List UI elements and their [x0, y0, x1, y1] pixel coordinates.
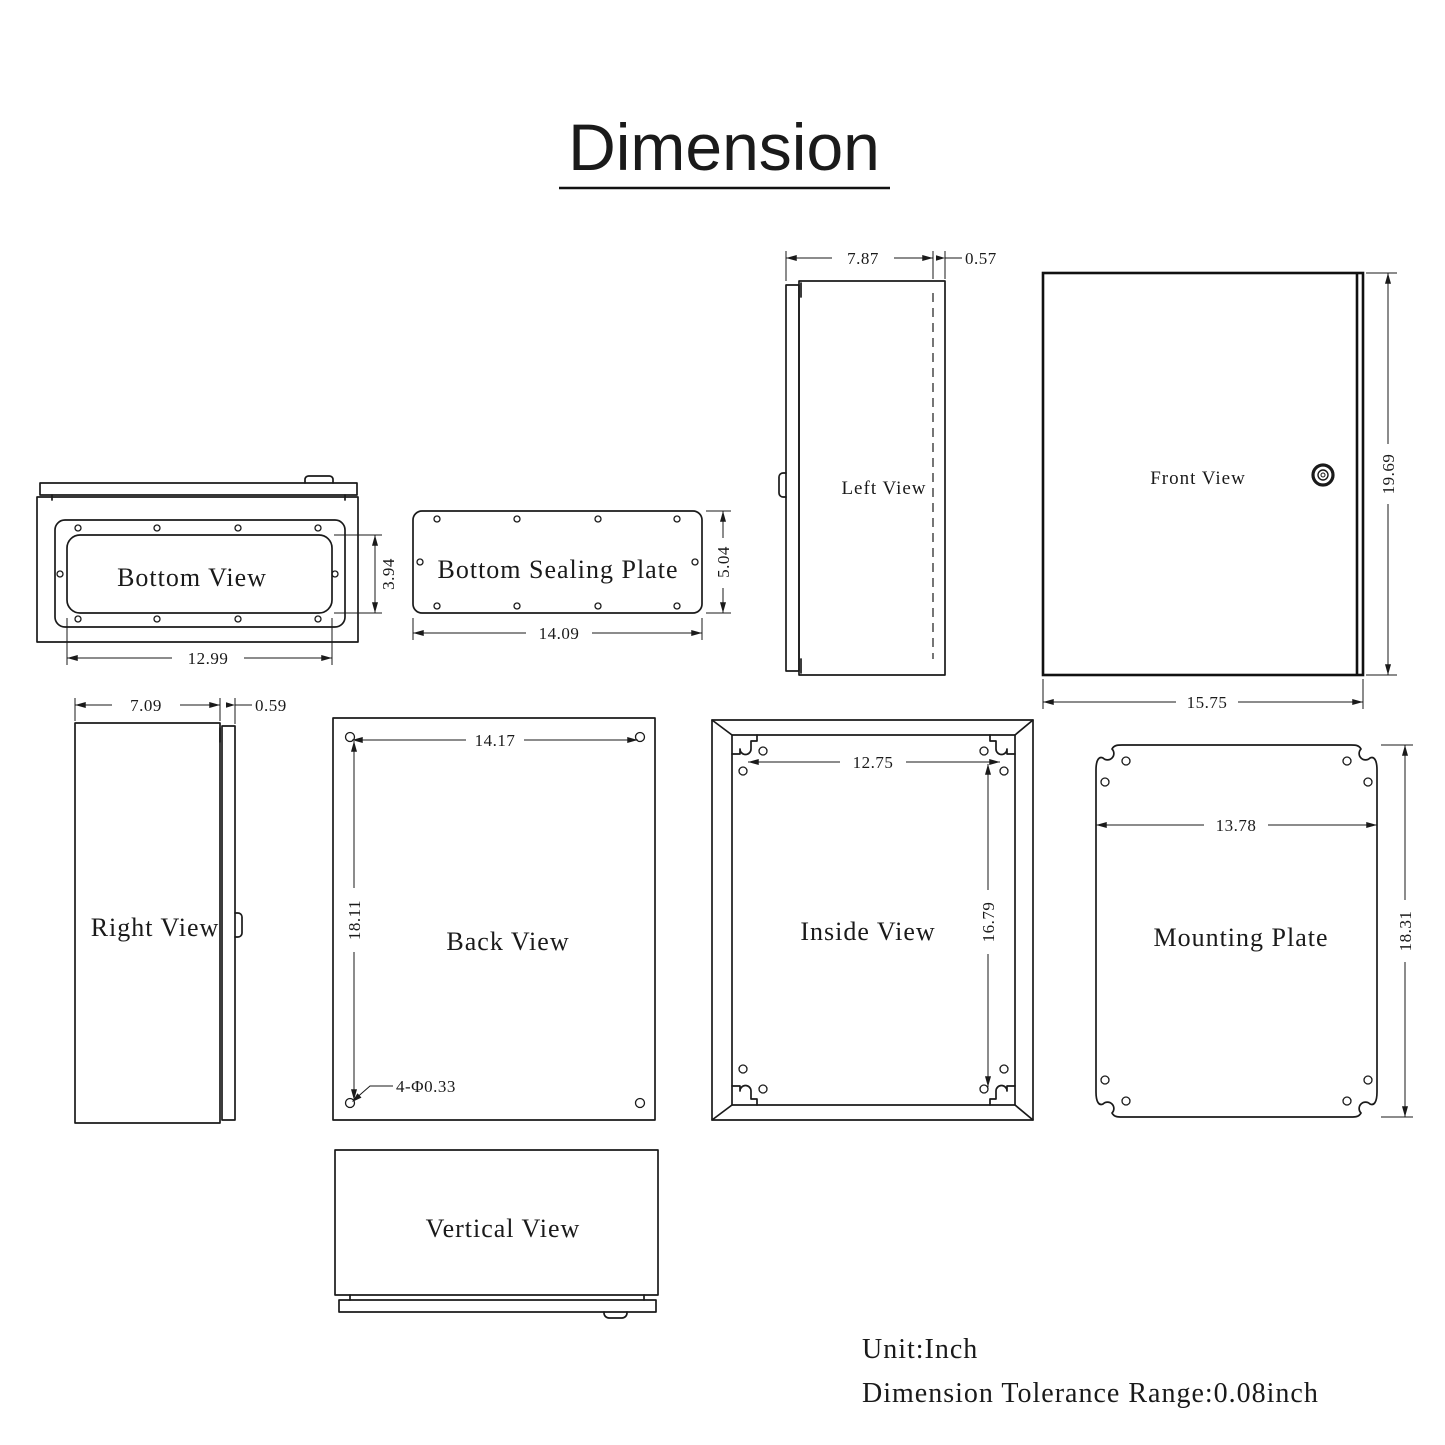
dim-text-3-94: 3.94: [379, 558, 398, 590]
inside-view-label: Inside View: [800, 917, 935, 946]
right-view: Right View 7.09 0.59: [74, 696, 287, 1124]
inside-view: Inside View 12.75 16.79: [711, 719, 1034, 1121]
back-view-outline: [332, 717, 656, 1121]
dim-text-18-31: 18.31: [1396, 911, 1415, 952]
lock-icon: [1311, 463, 1335, 487]
dim-inside-height: 16.79: [979, 764, 998, 1087]
right-view-body: [74, 722, 221, 1124]
vertical-view-body: [334, 1149, 659, 1296]
left-view-body: [798, 280, 946, 676]
mounting-plate-holes: [1100, 756, 1373, 1106]
dim-left-depth: 7.87 0.57: [785, 249, 997, 281]
dim-text-14-09: 14.09: [539, 624, 580, 643]
dim-inside-width: 12.75: [748, 753, 1000, 772]
dim-bottom-width: 12.99: [66, 618, 333, 668]
mounting-plate-outline: [1095, 744, 1378, 1118]
dim-bottom-height: 3.94: [334, 534, 398, 614]
dim-text-13-78: 13.78: [1216, 816, 1257, 835]
vertical-view-latch-bump: [603, 1311, 628, 1319]
right-view-door-edge: [221, 725, 236, 1121]
back-view-mounting-holes: [344, 731, 646, 1109]
left-view-latch: [778, 472, 787, 498]
front-view-label: Front View: [1150, 468, 1246, 489]
dim-text-15-75: 15.75: [1187, 693, 1228, 712]
dim-text-12-75: 12.75: [853, 753, 894, 772]
tolerance-note: Dimension Tolerance Range:0.08inch: [862, 1378, 1319, 1409]
right-view-label: Right View: [91, 913, 220, 942]
bottom-sealing-plate-view: Bottom Sealing Plate 14.09 5.04: [412, 510, 733, 643]
dim-text-5-04: 5.04: [714, 546, 733, 578]
dim-text-0-57: 0.57: [965, 249, 997, 268]
title-block: Dimension: [559, 110, 890, 190]
bottom-view-flange: [39, 482, 358, 496]
dim-text-12-99: 12.99: [188, 649, 229, 668]
vertical-view: Vertical View: [334, 1149, 659, 1319]
dim-front-height: 19.69: [1366, 272, 1398, 676]
front-view: Front View 19.69 15.75: [1041, 271, 1398, 712]
dim-right-depth: 7.09 0.59: [74, 696, 287, 724]
bottom-view-gasket: [54, 519, 346, 628]
notes-block: Unit:Inch Dimension Tolerance Range:0.08…: [862, 1334, 1319, 1409]
dim-mounting-height: 18.31: [1381, 744, 1415, 1118]
dim-text-hole-callout: 4-Φ0.33: [396, 1077, 456, 1096]
left-view-door-edge: [785, 284, 800, 672]
dim-mounting-width: 13.78: [1096, 816, 1377, 835]
mounting-plate-view: Mounting Plate 13.78 18.31: [1095, 744, 1415, 1118]
dim-text-14-17: 14.17: [475, 731, 516, 750]
back-view: Back View 14.17 18.11 4-Φ0.33: [332, 717, 656, 1121]
bottom-view-body: [36, 496, 359, 643]
dim-back-hole-height: 18.11: [345, 741, 364, 1100]
bottom-view-latch-bump: [304, 475, 334, 484]
dim-text-16-79: 16.79: [979, 902, 998, 943]
hole-callout-leader: 4-Φ0.33: [352, 1077, 456, 1102]
inside-view-outer: [711, 719, 1034, 1121]
vertical-view-flange: [338, 1299, 657, 1313]
unit-note: Unit:Inch: [862, 1334, 978, 1365]
page-title: Dimension: [568, 110, 880, 184]
bottom-view: Bottom View 3.94 12.99: [36, 475, 398, 668]
dim-text-7-09: 7.09: [130, 696, 162, 715]
dim-text-18-11: 18.11: [345, 900, 364, 940]
sealing-plate-label: Bottom Sealing Plate: [438, 555, 679, 584]
dim-front-width: 15.75: [1042, 679, 1364, 712]
inside-view-corner-tabs: [731, 734, 1016, 1106]
sealing-plate-screw-holes: [416, 515, 699, 610]
bottom-view-screw-holes: [56, 524, 339, 623]
bottom-view-label: Bottom View: [117, 563, 267, 592]
back-view-label: Back View: [446, 927, 569, 956]
left-view: Left View 7.87 0.57: [778, 249, 997, 676]
front-view-door: [1041, 271, 1365, 677]
mounting-plate-label: Mounting Plate: [1153, 923, 1328, 952]
dim-text-0-59: 0.59: [255, 696, 287, 715]
dim-back-hole-width: 14.17: [352, 731, 638, 750]
inside-view-inner: [731, 734, 1016, 1106]
dim-sealing-height: 5.04: [706, 510, 733, 614]
left-view-label: Left View: [841, 478, 926, 499]
dim-text-19-69: 19.69: [1379, 454, 1398, 495]
dim-text-7-87: 7.87: [847, 249, 879, 268]
vertical-view-label: Vertical View: [426, 1214, 581, 1243]
sealing-plate-outline: [412, 510, 703, 614]
right-view-latch: [234, 912, 243, 938]
dim-sealing-width: 14.09: [412, 618, 703, 643]
